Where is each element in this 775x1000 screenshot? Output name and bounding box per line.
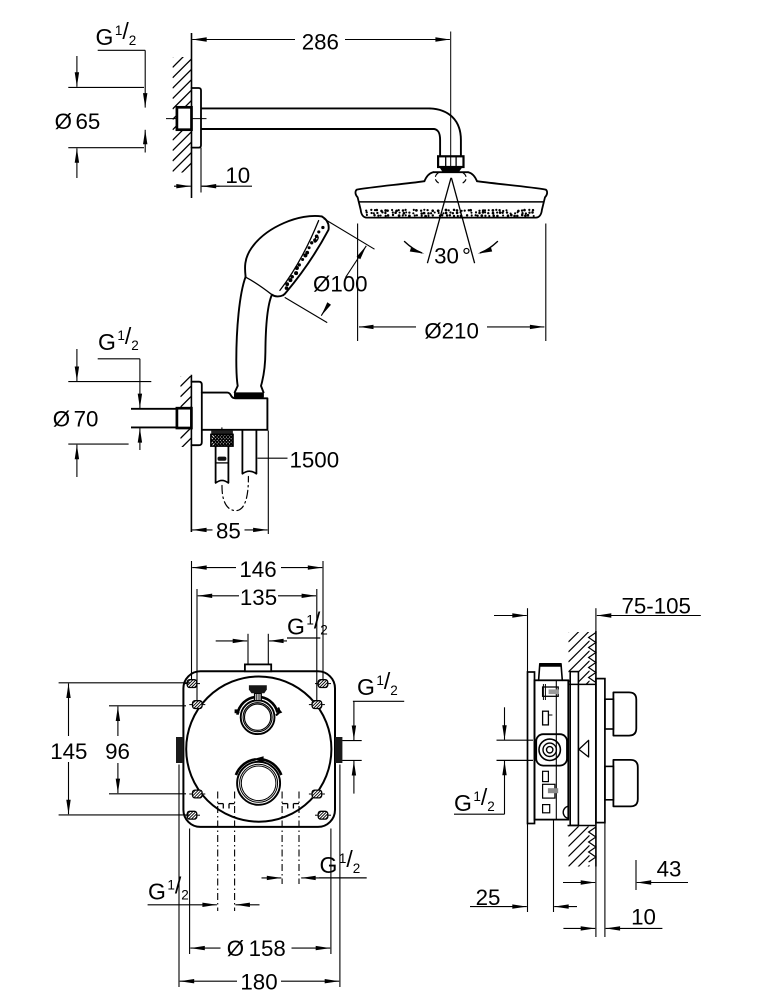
svg-text:Ø70: Ø70 — [53, 406, 99, 431]
svg-text:Ø65: Ø65 — [55, 109, 101, 134]
svg-text:10: 10 — [631, 905, 656, 930]
svg-text:146: 146 — [239, 557, 276, 582]
svg-text:286: 286 — [302, 30, 339, 55]
svg-text:180: 180 — [240, 970, 277, 995]
svg-text:30°: 30° — [434, 244, 471, 269]
svg-text:135: 135 — [240, 585, 277, 610]
svg-text:96: 96 — [105, 739, 130, 764]
svg-text:25: 25 — [476, 885, 501, 910]
svg-text:10: 10 — [225, 163, 250, 188]
svg-text:85: 85 — [216, 519, 241, 544]
svg-text:43: 43 — [657, 857, 682, 882]
svg-text:Ø210: Ø210 — [424, 319, 479, 344]
svg-text:Ø100: Ø100 — [313, 272, 368, 297]
svg-text:75-105: 75-105 — [621, 594, 690, 619]
svg-text:145: 145 — [50, 739, 87, 764]
svg-text:1500: 1500 — [290, 448, 340, 473]
